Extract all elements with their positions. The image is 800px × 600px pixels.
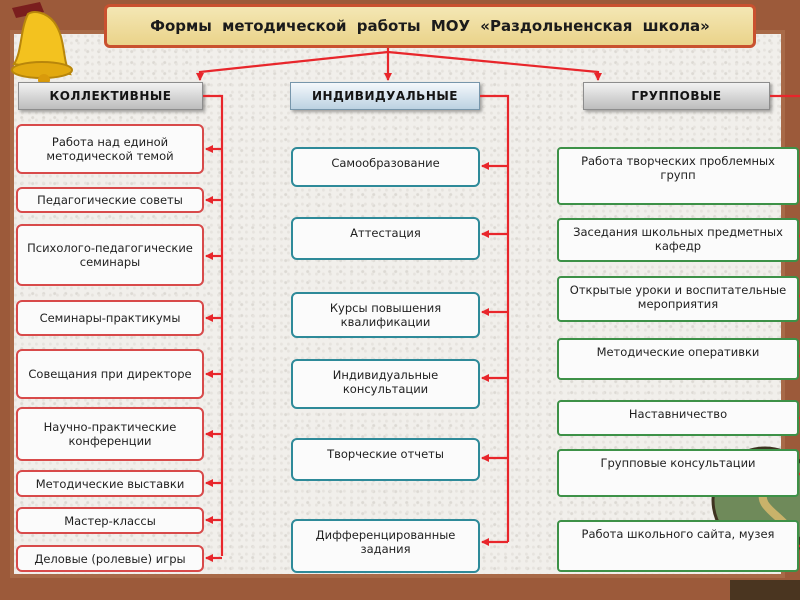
group-item: Методические оперативки <box>557 338 799 380</box>
collective-item: Работа над единой методической темой <box>16 124 204 174</box>
collective-item: Мастер-классы <box>16 507 204 534</box>
header-group: ГРУППОВЫЕ <box>583 82 770 110</box>
group-item: Работа творческих проблемных групп <box>557 147 799 205</box>
individual-item: Творческие отчеты <box>291 438 480 481</box>
page-title: Формы методической работы МОУ «Раздольне… <box>104 4 756 48</box>
header-individual: ИНДИВИДУАЛЬНЫЕ <box>290 82 480 110</box>
collective-item: Деловые (ролевые) игры <box>16 545 204 572</box>
group-item: Работа школьного сайта, музея <box>557 520 799 572</box>
collective-item: Методические выставки <box>16 470 204 497</box>
collective-item: Научно-практические конференции <box>16 407 204 461</box>
individual-item: Курсы повышения квалификации <box>291 292 480 338</box>
group-item: Открытые уроки и воспитательные мероприя… <box>557 276 799 322</box>
group-item: Заседания школьных предметных кафедр <box>557 218 799 262</box>
collective-item: Совещания при директоре <box>16 349 204 399</box>
individual-item: Дифференцированные задания <box>291 519 480 573</box>
group-item: Наставничество <box>557 400 799 436</box>
header-collective: КОЛЛЕКТИВНЫЕ <box>18 82 203 110</box>
group-item: Групповые консультации <box>557 449 799 497</box>
individual-item: Индивидуальные консультации <box>291 359 480 409</box>
individual-item: Аттестация <box>291 217 480 260</box>
individual-item: Самообразование <box>291 147 480 187</box>
collective-item: Психолого-педагогические семинары <box>16 224 204 286</box>
collective-item: Семинары-практикумы <box>16 300 204 336</box>
bell-icon <box>11 2 73 86</box>
collective-item: Педагогические советы <box>16 187 204 213</box>
